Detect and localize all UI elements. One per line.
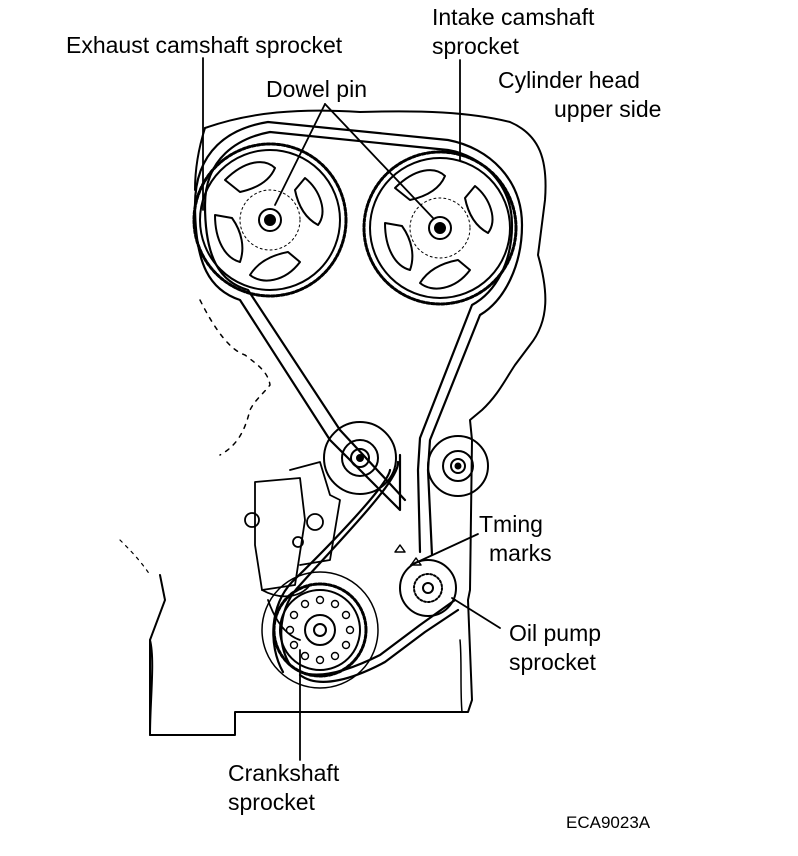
label-exhaust-camshaft-sprocket: Exhaust camshaft sprocket [66, 32, 343, 58]
exhaust-camshaft-sprocket [192, 142, 348, 298]
label-crankshaft-line2: sprocket [228, 789, 315, 815]
label-dowel-pin: Dowel pin [266, 76, 367, 102]
label-oil-pump-line2: sprocket [509, 649, 596, 675]
idler-pulley-left [323, 421, 397, 495]
label-oil-pump-line1: Oil pump [509, 620, 602, 646]
engine-block-outline [119, 109, 547, 736]
label-timing-marks-line2: marks [489, 540, 552, 566]
leader-oil-pump [451, 597, 501, 629]
label-intake-camshaft-line2: sprocket [432, 33, 519, 59]
leader-dowel-pin-exhaust [274, 103, 326, 206]
oil-pump-sprocket [399, 559, 457, 617]
label-cylinder-head-line1: Cylinder head [498, 67, 640, 93]
leader-timing-marks [410, 533, 479, 566]
idler-pulley-right [427, 435, 489, 497]
leader-dowel-pin-intake [324, 103, 434, 219]
belt-tensioner [244, 461, 341, 641]
label-crankshaft-line1: Crankshaft [228, 760, 340, 786]
crankshaft-sprocket [261, 571, 379, 689]
crankshaft-bolt-holes [285, 595, 355, 665]
timing-belt [193, 120, 524, 683]
intake-camshaft-sprocket [362, 150, 518, 306]
figure-code: ECA9023A [566, 813, 651, 832]
label-timing-marks-line1: Tming [479, 511, 543, 537]
label-cylinder-head-line2: upper side [554, 96, 662, 122]
label-intake-camshaft-line1: Intake camshaft [432, 4, 595, 30]
leader-lines [202, 57, 501, 761]
